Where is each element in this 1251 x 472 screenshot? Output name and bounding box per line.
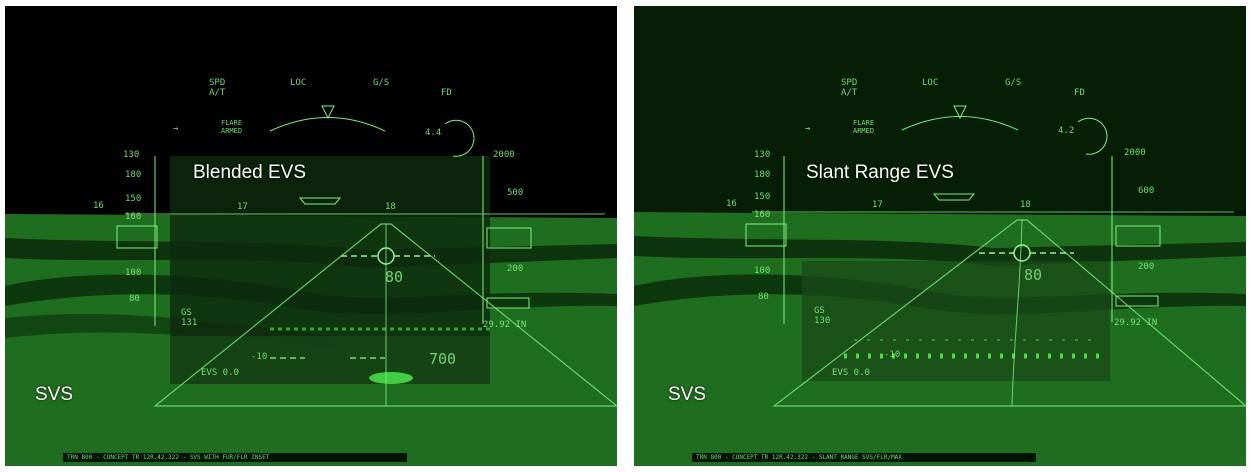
armed-mode: ARMED: [221, 127, 243, 135]
speed-tick: 80: [758, 292, 769, 302]
altitude-top: 2000: [493, 150, 515, 160]
evs-status: EVS 0.0: [201, 368, 239, 378]
hud-panel-slant-range-evs: SPD A/T LOC G/S FD FLARE ARMED → 4.2 16 …: [634, 6, 1246, 466]
speed-tick: 150: [125, 194, 142, 204]
speed-tick: 180: [125, 170, 142, 180]
loc-mode: LOC: [922, 78, 939, 88]
heading-current: 18: [385, 202, 396, 212]
svs-terrain-scene: [5, 6, 617, 466]
evs-inset-region: [802, 261, 1110, 381]
heading-far-left: 16: [726, 199, 737, 209]
altitude-top: 2000: [1124, 148, 1146, 158]
flare-mode: FLARE: [221, 119, 243, 127]
baro-setting: 29.92 IN: [1114, 318, 1158, 328]
gs-mode: G/S: [373, 78, 390, 88]
speed-tick: 180: [754, 170, 771, 180]
speed-tick: 130: [123, 150, 140, 160]
fd-value: 4.4: [425, 128, 442, 138]
pitch-neg-label: -10: [251, 352, 268, 362]
groundspeed-value: 130: [814, 316, 831, 326]
runway-outline: [153, 223, 617, 407]
autothrottle-mode: A/T: [209, 88, 226, 98]
evs-status: EVS 0.0: [832, 368, 870, 378]
gs-mode: G/S: [1005, 78, 1022, 88]
base-label: SVS: [668, 384, 707, 405]
autothrottle-mode: A/T: [841, 88, 858, 98]
arrow-icon: →: [173, 124, 179, 134]
fd-value: 4.2: [1058, 126, 1075, 136]
svs-terrain-scene: [634, 6, 1246, 466]
speed-tick: 160: [125, 212, 142, 222]
status-footer: TRN 800 - CONCEPT TR 12R.42.322 - SLANT …: [692, 453, 1036, 462]
loc-mode: LOC: [290, 78, 307, 88]
base-label: SVS: [35, 384, 74, 405]
spd-mode: SPD: [209, 78, 226, 88]
fd-mode: FD: [441, 88, 452, 98]
speed-tick: 150: [754, 192, 771, 202]
heading-far-left: 16: [93, 201, 104, 211]
speed-tick: 100: [125, 268, 142, 278]
runway-outline: [772, 219, 1246, 407]
pitch-neg-label: -10: [884, 350, 901, 360]
speed-tick: 100: [754, 266, 771, 276]
altitude-readout: 700: [429, 350, 457, 368]
speed-tick: 130: [754, 150, 771, 160]
groundspeed-value: 131: [181, 318, 198, 328]
arrow-icon: →: [805, 124, 811, 134]
speed-tick: 80: [129, 294, 140, 304]
speed-readout: 80: [385, 268, 404, 286]
fd-mode: FD: [1074, 88, 1085, 98]
speed-tick: 160: [754, 210, 771, 220]
baro-setting: 29.92 IN: [483, 320, 527, 330]
heading-left: 17: [237, 202, 248, 212]
spd-mode: SPD: [841, 78, 858, 88]
inset-label: Blended EVS: [193, 162, 307, 183]
altitude-mark: 500: [507, 188, 524, 198]
speed-readout: 80: [1024, 266, 1043, 284]
armed-mode: ARMED: [853, 127, 875, 135]
heading-left: 17: [872, 200, 883, 210]
altitude-mark: 200: [1138, 262, 1155, 272]
inset-label: Slant Range EVS: [806, 162, 954, 183]
altitude-mark: 600: [1138, 186, 1155, 196]
groundspeed-label: GS: [181, 308, 192, 318]
status-footer: TRN 800 - CONCEPT TR 12R.42.322 - SVS WI…: [63, 453, 407, 462]
altitude-mark: 200: [507, 264, 524, 274]
hud-panel-blended-evs: SPD A/T LOC G/S FD FLARE ARMED → 4.4 16 …: [5, 6, 617, 466]
groundspeed-label: GS: [814, 306, 825, 316]
flare-mode: FLARE: [853, 119, 875, 127]
heading-current: 18: [1020, 200, 1031, 210]
